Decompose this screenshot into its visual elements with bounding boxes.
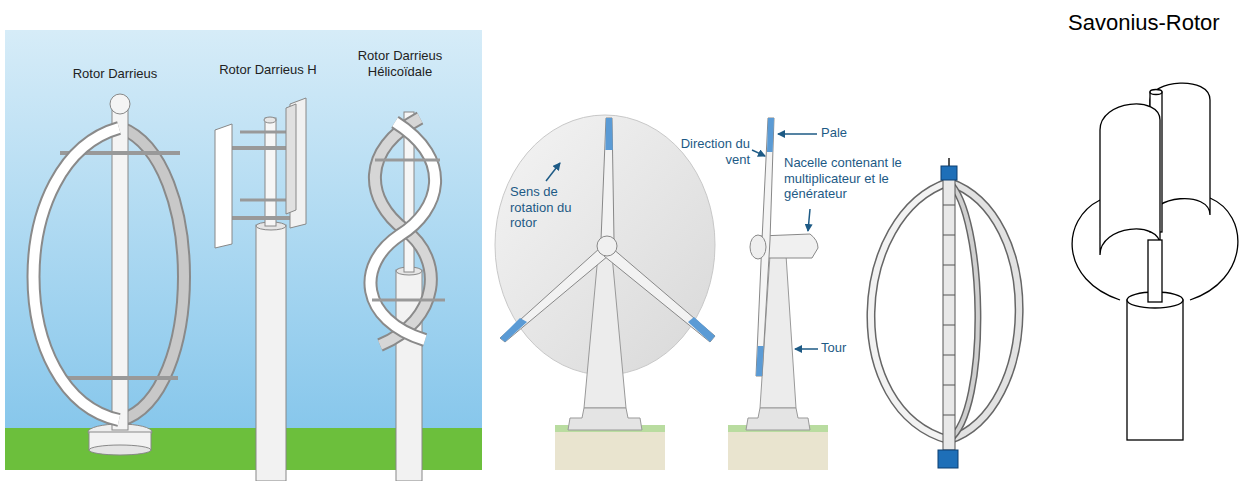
leader-arrows bbox=[546, 134, 818, 349]
callout-label: Pale bbox=[821, 125, 881, 141]
rotor-caption: Rotor Darrieus H bbox=[188, 62, 348, 78]
tall-darrieus-rotor bbox=[871, 158, 1019, 468]
darrieus-rotor bbox=[34, 94, 185, 455]
helical-darrieus-rotor bbox=[370, 112, 445, 481]
figure-title: Savonius-Rotor bbox=[1068, 10, 1253, 36]
callout-label: Direction du vent bbox=[668, 136, 750, 167]
rotor-caption: Rotor Darrieus bbox=[40, 66, 190, 82]
callout-label: Nacelle contenant le multiplicateur et l… bbox=[784, 155, 912, 202]
callout-label: Sens de rotation du rotor bbox=[510, 184, 584, 231]
callout-label: Tour bbox=[821, 340, 881, 356]
rotor-caption: Rotor Darrieus Hélicoïdale bbox=[350, 48, 450, 79]
darrieus-h-rotor bbox=[215, 98, 306, 481]
savonius-rotor bbox=[1072, 83, 1238, 440]
horizontal-axis-turbine-front bbox=[495, 115, 715, 470]
